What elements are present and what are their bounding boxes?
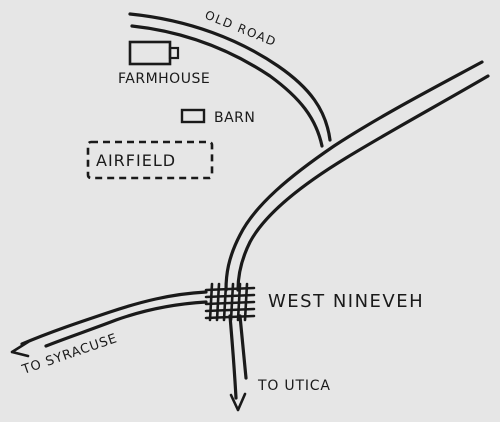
town-grid <box>204 282 256 322</box>
road-to-syracuse <box>10 290 208 358</box>
town-label: WEST NINEVEH <box>268 291 424 312</box>
road-to-utica <box>228 314 248 412</box>
to-utica-label: TO UTICA <box>257 378 331 394</box>
airfield-label: AIRFIELD <box>96 151 176 170</box>
barn-icon <box>180 108 206 124</box>
old-road <box>128 12 332 148</box>
arrow-south-icon <box>229 392 247 412</box>
main-road <box>224 60 490 292</box>
farmhouse-icon <box>128 40 180 66</box>
arrow-west-icon <box>10 340 30 358</box>
airfield-outline <box>86 140 214 180</box>
farmhouse-label: FARMHOUSE <box>118 71 210 87</box>
barn-label: BARN <box>214 110 255 126</box>
